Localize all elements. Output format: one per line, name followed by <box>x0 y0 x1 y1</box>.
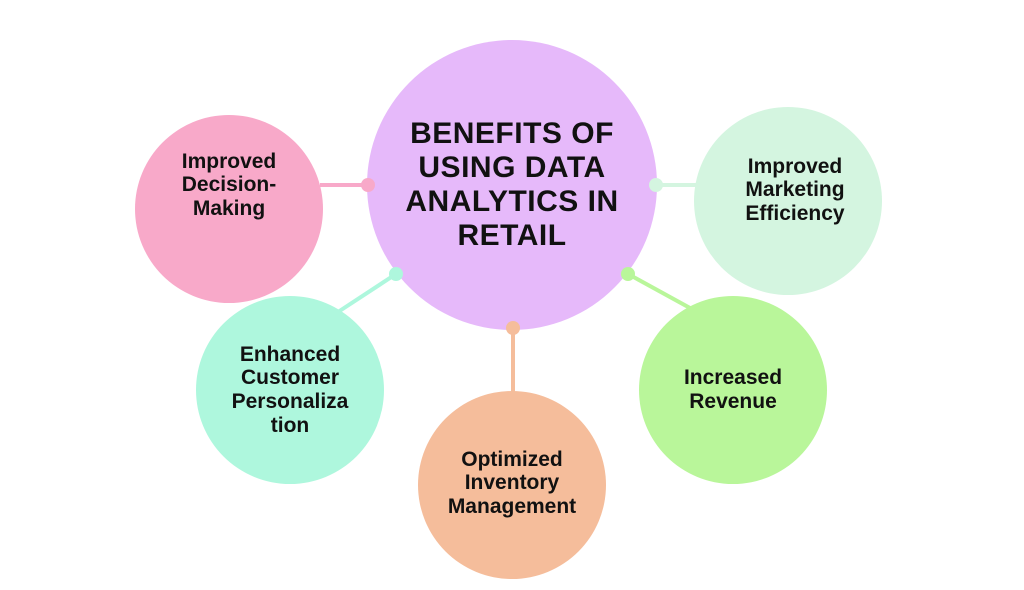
node-label-personalization: Enhanced Customer Personaliza tion <box>231 342 349 437</box>
node-circle-decision <box>135 115 323 303</box>
node-label-marketing: Improved Marketing Efficiency <box>745 154 845 225</box>
connector-personalization <box>336 272 398 314</box>
connector-dot-decision <box>361 178 375 192</box>
node-circle-revenue <box>639 296 827 484</box>
node-label-inventory: Optimized Inventory Management <box>447 447 577 518</box>
center-circle <box>367 40 657 330</box>
connector-dot-personalization <box>389 267 403 281</box>
node-circle-marketing <box>694 107 882 295</box>
node-circle-personalization <box>196 296 384 484</box>
node-label-decision: Improved Decision- Making <box>181 149 277 220</box>
connector-revenue <box>627 272 691 310</box>
connector-dot-revenue <box>621 267 635 281</box>
node-circle-inventory <box>418 391 606 579</box>
node-label-revenue: Increased Revenue <box>683 366 783 413</box>
center-title: BENEFITS OF USING DATA ANALYTICS IN RETA… <box>405 117 619 252</box>
connector-dot-inventory <box>506 321 520 335</box>
connector-dot-marketing <box>649 178 663 192</box>
